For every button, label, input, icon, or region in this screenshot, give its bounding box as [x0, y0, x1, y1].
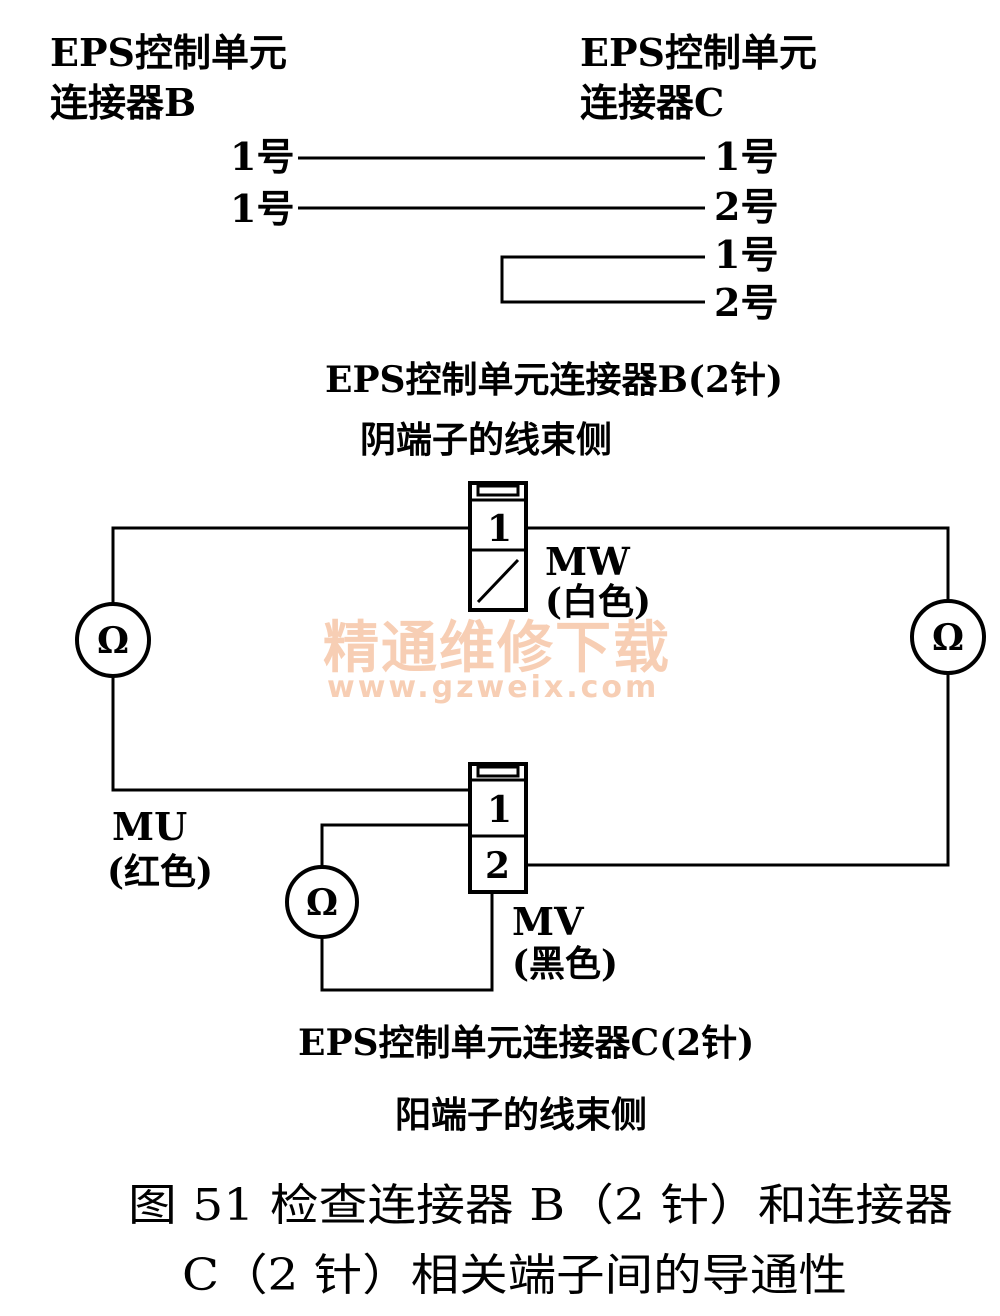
ohmmeter-bottom: Ω	[285, 865, 359, 939]
row1-left-pin: 1号	[230, 134, 294, 179]
mu-mv-loop-wire	[320, 823, 494, 992]
connector-b-label-line2: 连接器B	[50, 80, 196, 125]
jumper-bottom-pin: 2号	[714, 280, 778, 325]
mu-wire-color: (红色)	[107, 851, 213, 893]
ohm-icon: Ω	[932, 617, 964, 659]
connector-b-subtitle: 阴端子的线束侧	[360, 419, 612, 461]
row2-left-pin: 1号	[230, 186, 294, 231]
connector-c-label-line1: EPS控制单元	[580, 30, 817, 75]
connector-b-title: EPS控制单元连接器B(2针)	[325, 359, 783, 401]
connector-c-subtitle: 阳端子的线束侧	[395, 1094, 647, 1136]
ohmmeter-right: Ω	[910, 599, 986, 675]
figure-caption-line1: 图 51 检查连接器 B（2 针）和连接器	[128, 1180, 953, 1231]
row2-right-pin: 2号	[714, 184, 778, 229]
watermark-url: www.gzweix.com	[327, 670, 659, 705]
ohmmeter-left: Ω	[75, 602, 151, 678]
connector-b-label-line1: EPS控制单元	[50, 30, 287, 75]
ohm-icon: Ω	[306, 882, 338, 924]
connector-b-pin1-label: 1	[487, 508, 512, 550]
jumper-top-pin: 1号	[714, 232, 778, 277]
mu-wire-name: MU	[112, 804, 187, 849]
mv-wire-color: (黑色)	[512, 943, 618, 985]
mw-wire-name: MW	[545, 539, 631, 584]
mw-wire-color: (白色)	[545, 581, 651, 623]
connector-c-title: EPS控制单元连接器C(2针)	[298, 1022, 754, 1064]
mv-wire-name: MV	[512, 899, 585, 944]
mw-mv-loop-wire	[526, 526, 950, 867]
row1-right-pin: 1号	[714, 134, 778, 179]
connector-b	[468, 481, 528, 612]
ohm-icon: Ω	[97, 620, 129, 662]
figure-caption-line2: C（2 针）相关端子间的导通性	[182, 1250, 847, 1301]
connector-c-pin1-label: 1	[487, 789, 512, 831]
connector-c	[468, 762, 528, 894]
watermark-text: 精通维修下载	[323, 616, 671, 681]
jumper-line	[500, 255, 705, 304]
connector-c-pin2-label: 2	[485, 845, 510, 887]
connector-c-label-line2: 连接器C	[580, 80, 724, 125]
